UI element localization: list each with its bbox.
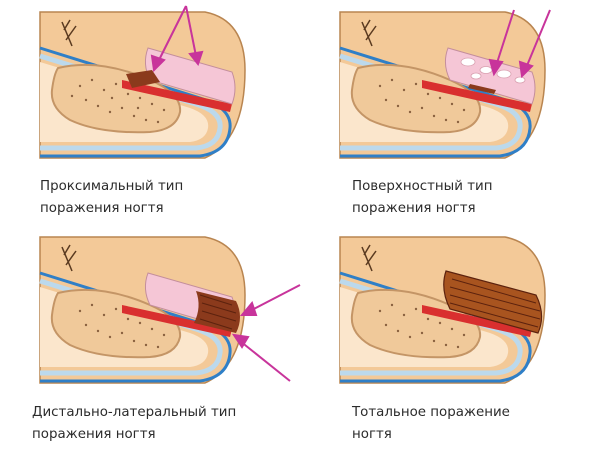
nail-bed [422, 80, 532, 112]
caption-line-1: Проксимальный тип [40, 179, 184, 194]
caption-proximal: Проксимальный тип поражения ногтя [40, 176, 183, 220]
panel-proximal: Проксимальный тип поражения ногтя [0, 0, 300, 225]
pulp-outline-light [339, 278, 523, 376]
bone-dots [378, 303, 466, 349]
skin-crease-mark [361, 19, 377, 47]
nail-bed [122, 305, 232, 337]
skin-crease-mark [61, 19, 77, 47]
finger-illustration [39, 5, 246, 159]
arrows [150, 5, 204, 73]
bone [350, 63, 482, 134]
nail-bed [422, 305, 532, 337]
panel-superficial: Поверхностный тип поражения ногтя [300, 0, 600, 225]
finger-illustration [39, 236, 301, 384]
infection-total-fibers [449, 278, 541, 328]
infection-superficial-spots [460, 57, 526, 84]
pulp-outline-light [39, 278, 223, 376]
bone-dots [378, 78, 466, 124]
caption-line-1: Тотальное поражение [352, 405, 510, 420]
bone [350, 288, 482, 359]
caption-superficial: Поверхностный тип поражения ногтя [352, 176, 492, 220]
panel-distal-lateral: Дистально-латеральный тип поражения ногт… [0, 225, 301, 450]
caption-line-1: Дистально-латеральный тип [32, 405, 237, 420]
caption-line-2: поражения ногтя [352, 201, 476, 216]
bone-dots [70, 78, 166, 124]
pulp-outline-light [339, 53, 523, 151]
arrows [488, 9, 551, 79]
arrows [231, 284, 301, 382]
caption-line-2: ногтя [352, 427, 392, 442]
caption-line-2: поражения ногтя [32, 427, 156, 442]
caption-line-1: Поверхностный тип [352, 179, 493, 194]
finger-illustration [339, 9, 551, 159]
infection-distal-fibers [199, 294, 237, 330]
nail-plate-total-infected [443, 270, 543, 334]
finger [339, 11, 546, 159]
caption-distal-lateral: Дистально-латеральный тип поражения ногт… [32, 402, 236, 446]
infection-brown-streak [468, 84, 496, 94]
caption-line-2: поражения ногтя [40, 201, 164, 216]
infection-proximal [126, 70, 160, 88]
panel-total: Тотальное поражение ногтя [300, 225, 600, 450]
skin-crease-mark [61, 244, 77, 272]
pulp-outline-light [39, 53, 223, 151]
bone-dots [78, 303, 166, 349]
skin-crease-mark [361, 244, 377, 272]
nail-plate [144, 47, 236, 105]
finger [39, 236, 246, 384]
infection-distal [194, 291, 240, 333]
nail-bed [122, 80, 232, 112]
finger [339, 236, 546, 384]
bone [50, 288, 182, 359]
caption-total: Тотальное поражение ногтя [352, 402, 510, 446]
finger-illustration [339, 236, 546, 384]
finger [39, 11, 246, 159]
